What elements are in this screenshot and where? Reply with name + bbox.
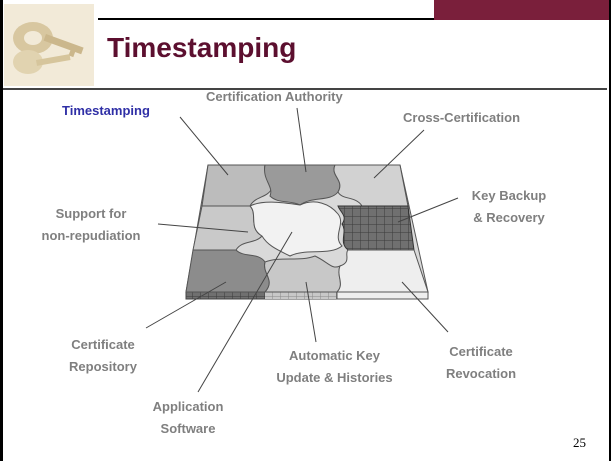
callout-line-cross — [373, 129, 425, 179]
callout-line-timestamping — [179, 116, 229, 176]
label-app-sw-line2: Software — [160, 421, 216, 436]
label-key-backup: Key Backup & Recovery — [464, 185, 554, 229]
label-certificate-revocation: Certificate Revocation — [435, 341, 527, 385]
callout-line-keybackup — [397, 197, 459, 223]
label-key-backup-line1: Key Backup — [471, 188, 547, 203]
label-support-line2: non-repudiation — [41, 228, 141, 243]
label-support-nonrepudiation: Support for non-repudiation — [26, 203, 156, 247]
label-key-backup-line2: & Recovery — [473, 210, 545, 225]
slide-number: 25 — [573, 435, 586, 450]
callout-line-application — [197, 231, 293, 393]
label-auto-key-line2: Update & Histories — [276, 370, 393, 385]
label-app-sw-line1: Application — [152, 399, 224, 414]
label-cert-repo-line1: Certificate — [71, 337, 135, 352]
slide-border-left — [0, 0, 3, 461]
header-rule — [98, 18, 434, 20]
callout-line-support — [157, 223, 249, 233]
slide-border-right — [609, 0, 611, 461]
label-timestamping: Timestamping — [62, 103, 150, 118]
title-divider — [3, 88, 607, 90]
label-auto-key-line1: Automatic Key — [288, 348, 381, 363]
label-support-line1: Support for — [55, 206, 127, 221]
label-cert-revoc-line1: Certificate — [449, 344, 513, 359]
label-application-software: Application Software — [140, 396, 236, 440]
callout-line-autokey — [305, 281, 317, 343]
label-certificate-repository: Certificate Repository — [55, 334, 151, 378]
callout-line-revocation — [401, 281, 449, 333]
label-cert-revoc-line2: Revocation — [445, 366, 517, 381]
callout-lines — [145, 107, 459, 393]
label-certification-authority: Certification Authority — [206, 89, 343, 104]
accent-bar — [434, 0, 609, 20]
label-cert-repo-line2: Repository — [69, 359, 137, 374]
label-automatic-key-update: Automatic Key Update & Histories — [262, 345, 407, 389]
callout-line-ca — [296, 107, 307, 173]
page-title: Timestamping — [107, 32, 297, 63]
puzzle-board — [185, 164, 429, 300]
label-cross-certification: Cross-Certification — [403, 110, 521, 125]
keys-logo-icon — [4, 4, 94, 86]
callout-line-repository — [145, 281, 227, 329]
